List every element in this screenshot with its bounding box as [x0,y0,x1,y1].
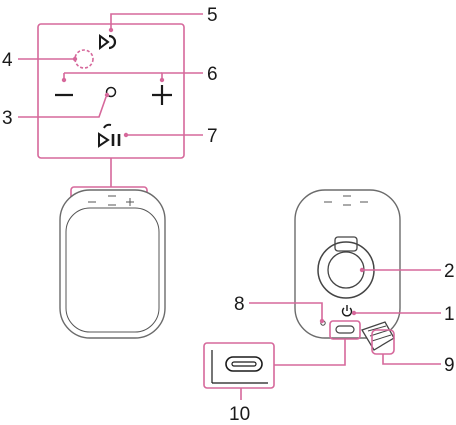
callout-5: 5 [207,5,218,26]
indicator-lamp-icon [74,49,94,69]
play-pause-call-icon [98,123,121,148]
volume-plus-icon [152,85,172,105]
callout-6: 6 [207,64,218,85]
bluetooth-pairing-icon [99,34,117,50]
callout-4: 4 [2,50,13,71]
leader-lines [18,13,441,400]
callout-10: 10 [229,404,250,425]
power-icon [341,305,353,317]
callout-7: 7 [207,126,218,147]
usb-port-zoom [203,339,346,389]
microphone-hole [105,86,117,98]
usb-c-port-icon [225,356,263,372]
callout-2: 2 [444,261,455,282]
speaker-front-view [59,189,166,339]
speaker-back-view [294,189,401,355]
button-panel-zoom [37,23,185,214]
callout-3: 3 [2,108,13,129]
callout-1: 1 [444,304,455,325]
callout-9: 9 [444,355,455,376]
callout-8: 8 [234,294,245,315]
